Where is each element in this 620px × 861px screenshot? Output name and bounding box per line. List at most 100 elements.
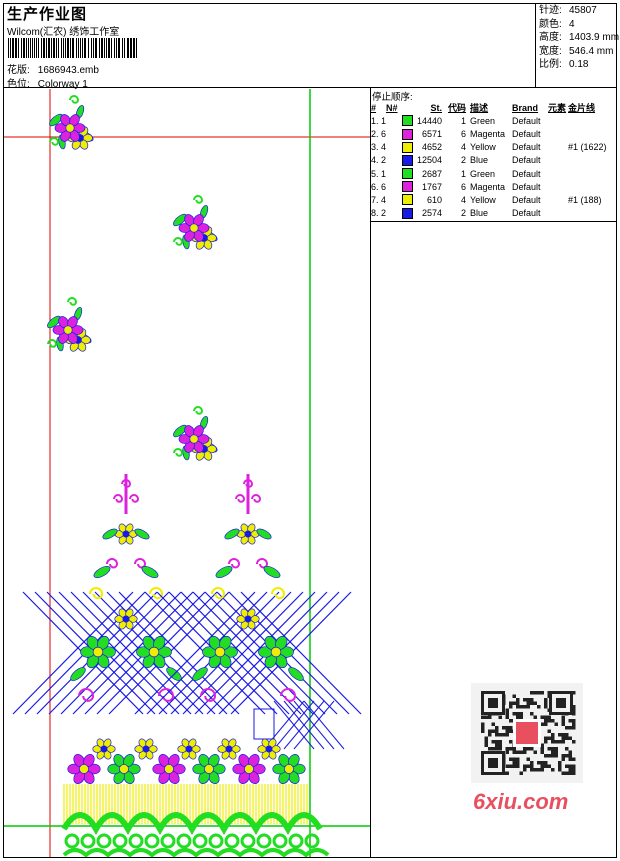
seq-element: [548, 207, 568, 220]
tower-left-leaf: [141, 565, 159, 579]
border-flower-center: [204, 764, 214, 774]
barcode-bar: [78, 38, 79, 58]
seq-sequin: [568, 154, 608, 167]
company-name: Wilcom(汇农) 绣饰工作室: [7, 27, 120, 38]
qr-module: [568, 719, 572, 723]
seq-sequin: [568, 114, 608, 127]
qr-module: [572, 691, 576, 695]
qr-module: [526, 757, 530, 761]
lattice-edge-line: [293, 700, 335, 750]
barcode-bar: [84, 38, 86, 58]
page-frame: [3, 3, 617, 858]
seq-brand: Default: [512, 128, 541, 139]
seq-description: Magenta: [470, 181, 506, 192]
page-title: 生产作业图: [7, 6, 88, 23]
qr-module: [540, 764, 544, 768]
motif-swirl: [69, 95, 80, 104]
barcode-bar: [116, 38, 117, 58]
qr-finder-core: [556, 698, 566, 708]
tower-right-flower-center: [244, 530, 252, 538]
barcode-bar: [65, 38, 66, 58]
col-header-stitches: St.: [430, 102, 443, 113]
qr-module: [561, 715, 565, 719]
tower-right-leaf: [263, 565, 281, 579]
barcode-bar: [104, 38, 105, 58]
seq-stitches: 6571: [421, 128, 443, 139]
qr-module: [495, 740, 499, 744]
qr-module: [561, 757, 565, 761]
tower-right-swirl: [280, 688, 297, 702]
border-small-flower-center: [185, 745, 193, 753]
seq-needle: [386, 127, 402, 140]
qr-module: [519, 712, 523, 716]
qr-module: [526, 747, 530, 751]
seq-swatch: [402, 141, 416, 154]
barcode-bar: [133, 38, 135, 58]
qr-module: [498, 733, 502, 737]
seq-swatch: [402, 154, 416, 167]
qr-module: [544, 754, 548, 758]
qr-module: [523, 698, 527, 702]
qr-module: [533, 715, 537, 719]
qr-module: [509, 747, 513, 751]
barcode-bar: [56, 38, 57, 58]
qr-module: [544, 761, 548, 765]
col-header-needle: N#: [386, 102, 398, 113]
col-header-code: 代码: [448, 103, 467, 114]
barcode-bar: [28, 38, 29, 58]
colorway-value: Colorway 1: [37, 79, 88, 90]
barcode-bar: [30, 38, 31, 58]
tower-left-leaf: [134, 528, 150, 540]
seq-description: Green: [470, 168, 496, 179]
qr-module: [505, 733, 509, 737]
tower-right-swirl: [256, 558, 269, 569]
seq-brand: Default: [512, 194, 541, 205]
qr-module: [516, 757, 520, 761]
seq-description: Yellow: [470, 194, 496, 205]
tower-right-swirl: [235, 494, 246, 503]
tower-left-swirl: [129, 494, 140, 503]
qr-module: [530, 701, 534, 705]
qr-module: [509, 764, 513, 768]
qr-module: [509, 757, 513, 761]
qr-module: [509, 719, 513, 723]
seq-stitches: 4652: [421, 142, 443, 153]
tower-right-flower-center: [214, 646, 226, 658]
tower-right-swirl: [200, 688, 217, 702]
tower-right-leaf: [288, 667, 304, 681]
qr-module: [526, 701, 530, 705]
qr-module: [526, 705, 530, 709]
motif-swirl: [193, 406, 204, 415]
qr-module: [572, 768, 576, 772]
qr-module: [502, 726, 506, 730]
qr-module: [509, 726, 513, 730]
qr-module: [572, 719, 576, 723]
qr-module: [530, 761, 534, 765]
stat-colors: 颜色:4: [539, 18, 575, 30]
qr-module: [561, 740, 565, 744]
barcode-bar: [15, 38, 17, 58]
seq-sequin: [568, 167, 608, 180]
stats-panel: 针迹:45807 颜色:4 高度:1403.9 mm 宽度:546.4 mm 比…: [539, 4, 619, 72]
lace-ring: [288, 833, 304, 849]
seq-brand: Default: [512, 115, 541, 126]
qr-module: [551, 733, 555, 737]
seq-code: 4: [461, 142, 467, 153]
qr-module: [512, 757, 516, 761]
qr-module: [505, 708, 509, 712]
qr-module: [544, 715, 548, 719]
qr-module: [533, 701, 537, 705]
tower-left-lattice: [70, 591, 192, 715]
qr-module: [519, 771, 523, 775]
stat-stitches: 针迹:45807: [539, 5, 597, 16]
lace-ring: [256, 833, 272, 849]
qr-module: [540, 750, 544, 754]
sequence-title: 停止顺序:: [372, 92, 413, 103]
barcode-bar: [48, 38, 50, 58]
seq-index: 4. 2: [371, 155, 387, 166]
qr-module: [547, 719, 551, 723]
